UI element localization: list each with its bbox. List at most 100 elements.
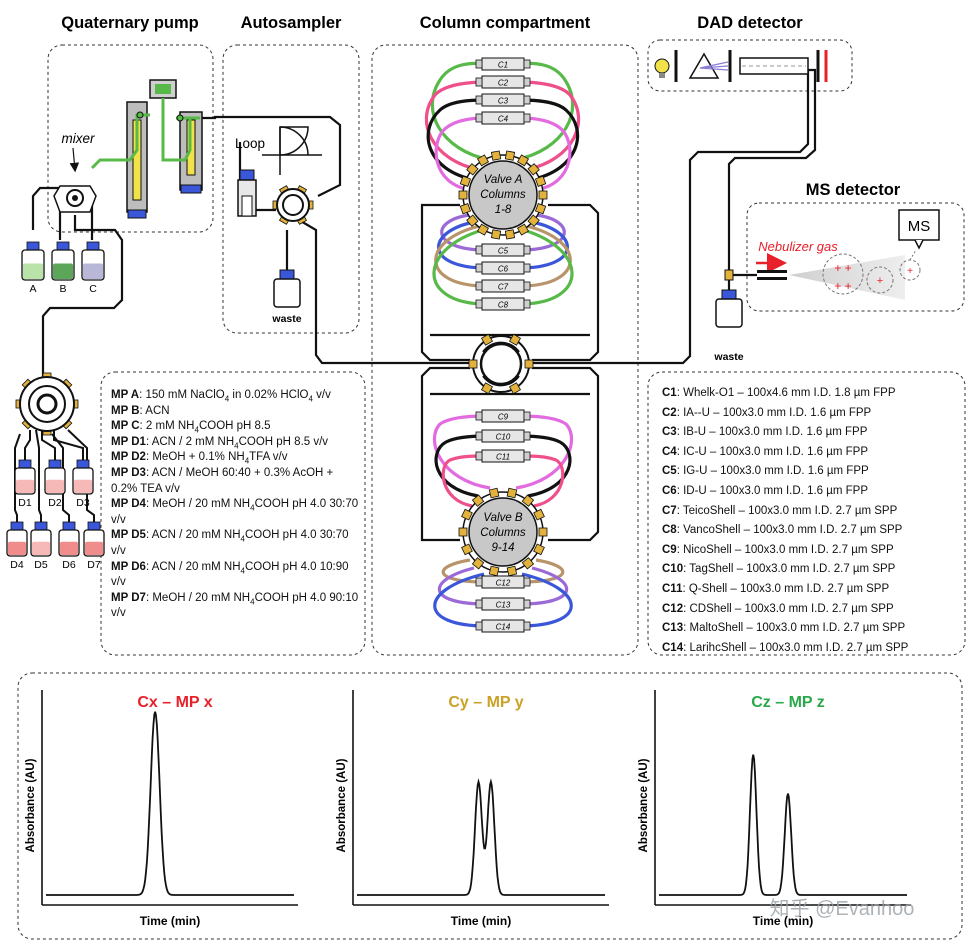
column-c14: C14: [475, 619, 531, 633]
column-c6: C6: [475, 261, 531, 275]
column-list-item: C1: Whelk-O1 – 100x4.6 mm I.D. 1.8 µm FP…: [662, 384, 962, 404]
nebulizer-gas-label: Nebulizer gas: [758, 239, 838, 254]
column-list-desc: : IA--U – 100x3.0 mm I.D. 1.6 µm FPP: [676, 406, 872, 419]
valve-fitting: [516, 223, 530, 236]
column-list-id: C9: [662, 543, 677, 556]
mobile-phase-id: MP C: [111, 420, 140, 433]
valve-b: Valve B Columns 9-14: [462, 491, 544, 573]
autosampler-box: [222, 44, 360, 334]
dad-detector: [654, 50, 828, 82]
svg-text:+ +: + +: [834, 261, 851, 275]
column-list-item: C2: IA--U – 100x3.0 mm I.D. 1.6 µm FPP: [662, 404, 962, 424]
ms-detector-title: MS detector: [806, 181, 901, 199]
valve-fitting: [521, 494, 535, 507]
pump-box: [47, 44, 214, 233]
column-list-desc: : VancoShell – 100x3.0 mm I.D. 2.7 µm SP…: [676, 524, 903, 537]
mobile-phase-text: : MeOH / 20 mM NH: [145, 591, 251, 604]
bottle-label: D4: [10, 559, 24, 571]
mobile-phase-subscript: 4: [240, 565, 245, 575]
bottle-label: D1: [18, 497, 32, 509]
chromatogram-xlabel: Time (min): [451, 914, 511, 928]
column-list-desc: : IG-U – 100x3.0 mm I.D. 1.6 µm FPP: [676, 465, 869, 478]
ms-box: [746, 202, 965, 312]
column-label: C13: [496, 601, 511, 610]
mobile-phase-text: COOH pH 4.0 90:10 v/v: [111, 591, 359, 620]
chromatogram-3: Cz – MP z Time (min) Absorbance (AU): [638, 690, 911, 928]
valve-fitting: [508, 382, 522, 395]
mobile-phase-item: MP D3: ACN / MeOH 60:40 + 0.3% AcOH + 0.…: [111, 466, 359, 497]
bottle-label: B: [59, 283, 66, 295]
bottle-label: D5: [34, 559, 48, 571]
column-list-desc: : Whelk-O1 – 100x4.6 mm I.D. 1.8 µm FPP: [676, 387, 896, 399]
column-list-desc: : CDShell – 100x3.0 mm I.D. 2.7 µm SPP: [683, 602, 894, 615]
valve-fitting: [458, 190, 468, 200]
mobile-phase-item: MP C: 2 mM NH4COOH pH 8.5: [111, 419, 359, 435]
ms-waste-label: waste: [713, 351, 743, 363]
mobile-phase-text: COOH pH 8.5 v/v: [238, 435, 329, 448]
mobile-phase-text: : 150 mM NaClO: [139, 389, 225, 401]
column-list-id: C2: [662, 406, 677, 419]
autosampler: Loop waste: [235, 126, 322, 325]
bottle-d6: D6: [58, 521, 80, 571]
mobile-phase-text: COOH pH 8.5: [198, 420, 271, 433]
svg-text:+ +: + +: [834, 279, 851, 293]
solvent-selection-valve: [19, 376, 75, 432]
column-list-item: C11: Q-Shell – 100x3.0 mm I.D. 2.7 µm SP…: [662, 580, 962, 600]
chromatogram-ylabel: Absorbance (AU): [638, 758, 650, 852]
column-label: C2: [498, 79, 509, 88]
mobile-phase-text: : MeOH / 20 mM NH: [145, 498, 251, 511]
mobile-phase-text: : ACN: [139, 404, 170, 417]
valve-fitting: [506, 565, 518, 577]
mobile-phase-item: MP B: ACN: [111, 404, 359, 420]
bottle-label: D3: [76, 497, 90, 509]
column-list-id: C4: [662, 445, 677, 458]
mobile-phase-id: MP D5: [111, 529, 146, 542]
mobile-phase-text: COOH pH 4.0 10:90 v/v: [111, 560, 349, 589]
chromatogram-title: Cz – MP z: [751, 694, 825, 711]
valve-fitting: [471, 494, 485, 507]
column-switching-valve: [472, 335, 530, 393]
valve-fitting: [533, 543, 545, 556]
mobile-phase-text: TFA v/v: [249, 451, 288, 464]
column-label: C4: [498, 115, 509, 124]
mixer-label: mixer: [62, 131, 96, 146]
valve-fitting: [466, 214, 479, 227]
valve-fitting: [461, 508, 473, 521]
column-list-id: C1: [662, 387, 677, 399]
column-list-id: C3: [662, 426, 677, 439]
ms-detector: MS Nebulizer gas + + + + + + waste: [713, 209, 940, 363]
column-list-id: C14: [662, 641, 684, 654]
column-legend: C1: Whelk-O1 – 100x4.6 mm I.D. 1.8 µm FP…: [662, 384, 962, 658]
bottle-d4: D4: [6, 521, 28, 571]
valve-fitting: [521, 557, 535, 570]
valve-fitting: [534, 203, 547, 215]
valve-a-columns-label: Columns: [480, 189, 526, 201]
column-c7: C7: [475, 279, 531, 293]
column-list-item: C10: TagShell – 100x3.0 mm I.D. 2.7 µm S…: [662, 560, 962, 580]
chromatogram-trace: [659, 754, 907, 896]
mobile-phase-id: MP D7: [111, 591, 146, 604]
pump-title: Quaternary pump: [61, 14, 199, 32]
column-list-item: C14: LarihcShell – 100x3.0 mm I.D. 2.7 µ…: [662, 639, 962, 659]
svg-text:+: +: [877, 275, 883, 287]
column-label: C14: [496, 623, 511, 632]
mobile-phase-id: MP D2: [111, 451, 146, 464]
column-list-id: C10: [662, 563, 684, 576]
chromatogram-xlabel: Time (min): [753, 914, 813, 928]
valve-fitting: [538, 527, 548, 537]
valve-b-loops: [432, 414, 574, 628]
column-c12: C12: [475, 575, 531, 589]
bottle-label: C: [89, 283, 97, 295]
valve-fitting: [488, 487, 500, 499]
valve-fitting: [527, 163, 540, 176]
bottle-label: D6: [62, 559, 76, 571]
valve-fitting: [459, 203, 472, 215]
column-list-item: C12: CDShell – 100x3.0 mm I.D. 2.7 µm SP…: [662, 600, 962, 620]
column-label: C10: [496, 433, 511, 442]
bottle-a: A: [21, 241, 45, 295]
